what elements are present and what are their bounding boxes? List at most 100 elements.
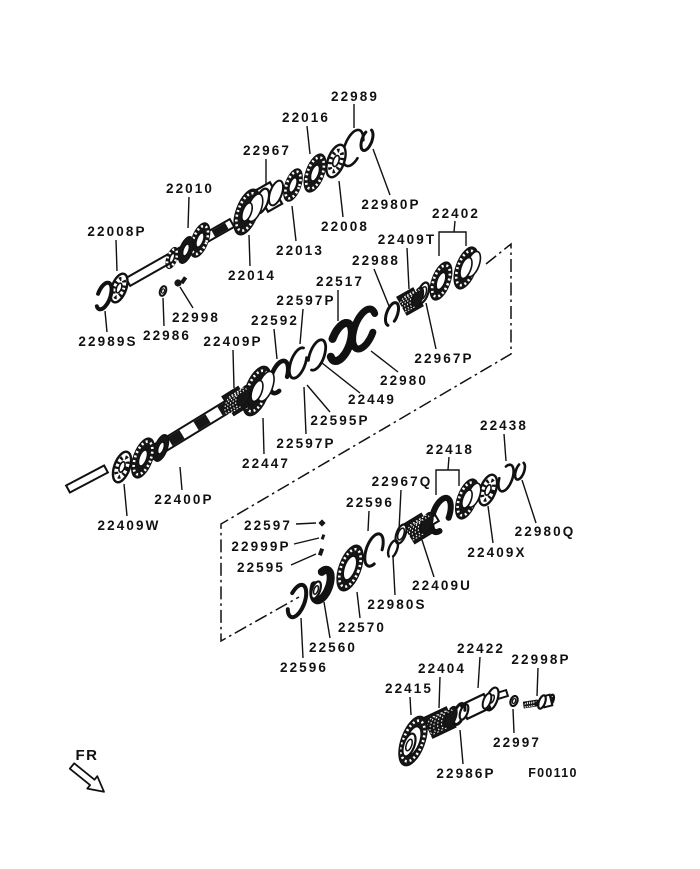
bracket-22418-stem (447, 456, 450, 471)
spline-22404-spline-5 (441, 708, 453, 730)
washer-22986-bore (160, 288, 166, 294)
leader-22013 (291, 205, 297, 242)
label-22418: 22418 (426, 442, 474, 457)
leader-22422 (477, 656, 481, 689)
label-22980q: 22980Q (515, 524, 576, 539)
[object SVGGElement] (211, 222, 229, 237)
spline-22404-spline-4 (437, 710, 450, 731)
parts-layer (64, 128, 556, 767)
leader-22980s (392, 556, 396, 596)
bearing-22409w-bore (118, 461, 126, 473)
leader-22986p (459, 729, 464, 765)
spring-22980s (386, 539, 400, 558)
gear-22010-low-bore (168, 252, 176, 264)
label-22967: 22967 (243, 143, 291, 158)
label-22016: 22016 (282, 110, 330, 125)
label-22986: 22986 (143, 328, 191, 343)
label-22986p: 22986P (436, 766, 495, 781)
label-22980s: 22980S (367, 597, 426, 612)
label-22560: 22560 (309, 640, 357, 655)
bracket-22418 (435, 469, 460, 495)
leader-22980q (521, 479, 537, 524)
leader-line-layer (104, 104, 539, 765)
leader-22998 (179, 286, 194, 309)
bolt-shank-22998p-spline-1 (524, 701, 528, 708)
label-22980: 22980 (380, 373, 428, 388)
leader-22597 (295, 522, 317, 525)
label-22517: 22517 (316, 274, 364, 289)
needle-bearing-22409p-spline-1 (224, 394, 237, 415)
figure-code: F00110 (528, 766, 578, 780)
label-22997: 22997 (493, 735, 541, 750)
pin-22999p (320, 534, 326, 540)
leader-22409u (421, 539, 435, 578)
leader-22014 (248, 234, 251, 267)
needle-bearing-22409u-end (420, 511, 434, 535)
label-22999p: 22999P (231, 539, 290, 554)
synchro-ring-22980 (349, 305, 379, 353)
leader-22560 (323, 601, 331, 639)
leader-22999p (293, 537, 320, 545)
label-22595p: 22595P (310, 413, 369, 428)
snap-ring-22449 (307, 338, 328, 372)
needle-bearing-22409p-spline-4 (232, 389, 245, 410)
leader-22447 (262, 417, 265, 455)
leader-22449 (321, 362, 361, 394)
label-22596-lower: 22596 (280, 660, 328, 675)
needle-bearing-22409u-spline-1 (405, 521, 418, 543)
label-22008: 22008 (321, 219, 369, 234)
bolt-shank-22998p-spline-4 (530, 700, 535, 707)
label-22570: 22570 (338, 620, 386, 635)
nut-22997-bore (511, 697, 517, 705)
part-label-layer: 2298922016229672201022008P22980P22402220… (78, 89, 576, 781)
synchro-ring-22592 (267, 358, 291, 396)
bolt-shank-22998p-spline-2 (526, 701, 531, 708)
label-22989s: 22989S (78, 334, 137, 349)
ring-22967q-bore (396, 527, 406, 541)
gear-22013-teeth (284, 170, 302, 200)
[object SVGGElement] (64, 464, 110, 494)
cone-22415-bore (404, 738, 414, 752)
leader-22998p (536, 667, 539, 697)
label-22409w: 22409W (98, 518, 161, 533)
gear-22014-bore (240, 202, 254, 222)
hub-22517 (326, 319, 356, 366)
gear-22013-bore (288, 176, 298, 194)
label-22998: 22998 (172, 310, 220, 325)
leader-22967q (398, 489, 402, 531)
label-22597p-lower: 22597P (276, 436, 335, 451)
leader-22570 (356, 591, 361, 619)
label-22409x: 22409X (467, 545, 526, 560)
leader-22997 (512, 708, 515, 734)
leader-22438 (503, 433, 507, 462)
gear-22402-a-teeth (430, 264, 452, 298)
gear-22400p-b-bore (156, 441, 166, 455)
bolt-shank-22998p-end (534, 699, 540, 707)
bolt-shank-22998p-spline-5 (532, 700, 537, 707)
leader-22988 (373, 268, 390, 307)
needle-bearing-22409u-spline-3 (411, 518, 424, 539)
snap-ring-22596-b (363, 532, 385, 568)
label-22989: 22989 (331, 89, 379, 104)
label-22967p: 22967P (414, 351, 473, 366)
label-22409u: 22409U (412, 578, 472, 593)
leader-22596-upper (367, 510, 370, 532)
label-22449: 22449 (348, 392, 396, 407)
[object SVGGElement] (318, 519, 326, 527)
gear-22010-second-bore (181, 243, 191, 257)
needle-bearing-22409t-end (411, 286, 425, 308)
gear-22400p-a-teeth (132, 440, 154, 476)
label-22596-upper: 22596 (346, 495, 394, 510)
leader-22596-lower (300, 617, 304, 659)
spline-22404-spline-2 (429, 714, 442, 735)
label-22400p: 22400P (154, 492, 213, 507)
leader-22016 (306, 125, 311, 155)
label-22014: 22014 (228, 268, 276, 283)
gear-22415-teeth (400, 719, 426, 763)
label-22447: 22447 (242, 456, 290, 471)
fr-arrow (68, 762, 105, 793)
label-22597p-upper: 22597P (276, 293, 335, 308)
gear-22418-b-bore (461, 489, 473, 509)
spline-22404-spline-3 (433, 712, 446, 733)
